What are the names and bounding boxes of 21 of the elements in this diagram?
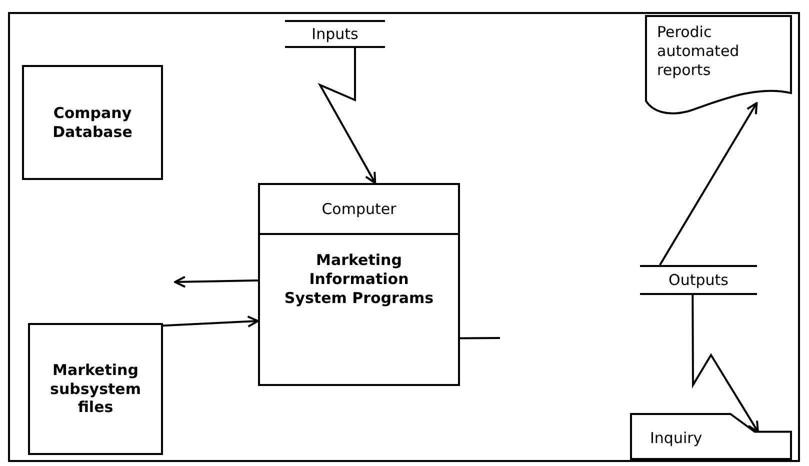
data-store: [285, 20, 385, 48]
document-shape: [645, 15, 792, 115]
process-box: [258, 183, 460, 386]
arrow: [692, 295, 759, 433]
box-label: Marketing Information System Programs: [283, 251, 435, 308]
store-label: Inputs: [312, 24, 358, 44]
box-heading: Computer: [322, 200, 396, 218]
inquiry-shape: [630, 413, 792, 460]
connector-line: [460, 337, 500, 340]
process-box: [28, 323, 163, 455]
document-label: Perodic automated reports: [657, 23, 740, 80]
process-box: [22, 65, 163, 180]
arrow: [318, 48, 376, 184]
arrow: [174, 276, 258, 288]
box-label: Company Database: [52, 104, 134, 142]
box-label: Marketing subsystem files: [49, 360, 142, 418]
arrow: [162, 316, 259, 328]
data-store: [640, 265, 757, 295]
store-label: Outputs: [668, 270, 728, 290]
inquiry-label: Inquiry: [650, 429, 702, 448]
arrow: [659, 102, 758, 266]
